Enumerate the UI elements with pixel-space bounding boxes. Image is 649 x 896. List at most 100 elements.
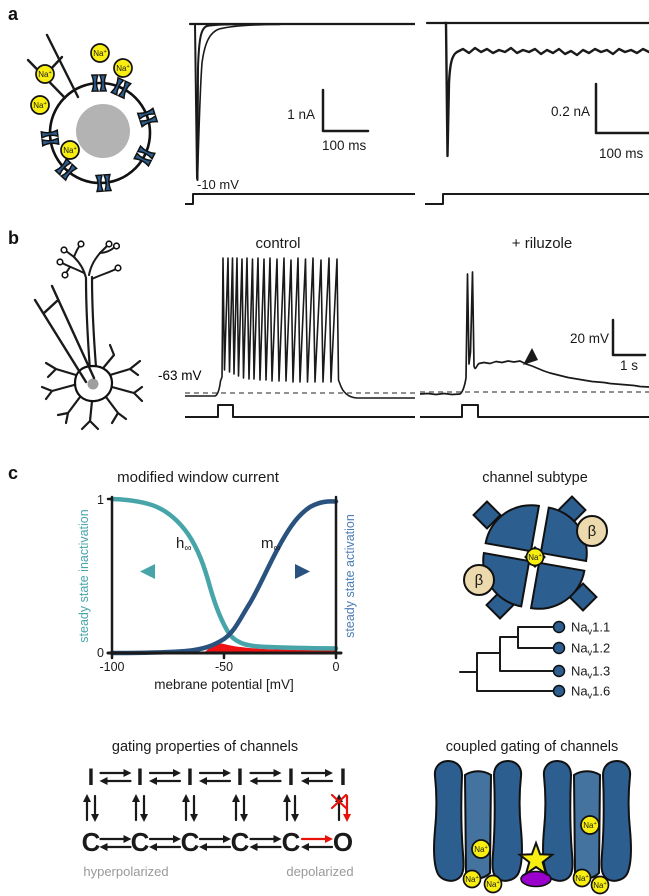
depolarizing-plateau-trace bbox=[420, 271, 649, 396]
soma-nucleus-dot bbox=[87, 378, 99, 390]
alpha-subunit-pinwheel: Na+ bbox=[482, 504, 588, 610]
x-ticks bbox=[110, 651, 338, 660]
scale-bar bbox=[611, 318, 647, 357]
coupling-star-icon bbox=[517, 840, 555, 877]
state-I: I bbox=[237, 764, 244, 791]
voltage-step-trace bbox=[185, 193, 415, 205]
state-C: C bbox=[181, 827, 200, 857]
state-C: C bbox=[82, 827, 101, 857]
h-inf-label: h∞ bbox=[176, 535, 191, 554]
blocked-transition-icon bbox=[330, 793, 351, 822]
na-ion: Na+ bbox=[483, 874, 503, 894]
svg-text:Na+: Na+ bbox=[465, 875, 478, 884]
svg-text:Na+: Na+ bbox=[33, 101, 46, 110]
channel-subunit bbox=[542, 759, 574, 882]
svg-text:Na+: Na+ bbox=[63, 146, 76, 155]
svg-text:Na+: Na+ bbox=[38, 70, 51, 79]
na-ion: Na+ bbox=[113, 58, 133, 78]
apical-dendrite-shaft bbox=[84, 275, 98, 372]
coupled-title: coupled gating of channels bbox=[446, 739, 619, 755]
phylogenetic-tree: Nav1.1 Nav1.2 Nav1.3 Nav1.6 bbox=[459, 620, 610, 701]
plateau-arrowhead-icon bbox=[523, 348, 538, 365]
fast-transient-trace-2 bbox=[196, 23, 281, 181]
na-ion-label: Na+ bbox=[528, 553, 541, 562]
coupled-gating-diagram: coupled gating of channels Na+ Na+ Na+ N… bbox=[433, 739, 632, 895]
beta-label: β bbox=[475, 572, 484, 589]
horizontal-scale-label: 1 s bbox=[620, 358, 638, 373]
ytick-0: 0 bbox=[97, 646, 104, 660]
ytick-1: 1 bbox=[97, 493, 104, 507]
state-I: I bbox=[288, 764, 295, 791]
scale-bars: 20 mV 1 s bbox=[570, 318, 647, 373]
scale-bars: 1 nA 100 ms bbox=[287, 88, 370, 153]
na-ion bbox=[580, 815, 600, 835]
right-y-axis-label: steady state activation bbox=[343, 514, 357, 638]
control-title: control bbox=[255, 235, 300, 252]
red-x-icon bbox=[330, 793, 348, 810]
tree-tip-node bbox=[552, 620, 566, 634]
vertical-scale-label: 0.2 nA bbox=[551, 104, 590, 119]
panel-c-label: c bbox=[8, 463, 19, 483]
svg-text:Na+: Na+ bbox=[593, 881, 606, 890]
current-step-trace bbox=[420, 404, 649, 418]
channel-icon bbox=[54, 157, 78, 182]
state-O: O bbox=[333, 827, 353, 857]
scale-bar bbox=[594, 82, 649, 135]
tree-tip-node bbox=[552, 684, 566, 698]
equilibrium-arrows-icon bbox=[147, 767, 183, 787]
resting-potential-label: -63 mV bbox=[158, 368, 202, 383]
patch-pipette bbox=[33, 284, 96, 384]
na-ion: Na+ bbox=[462, 869, 482, 889]
na-ion: Na+ bbox=[90, 43, 110, 63]
spike-train-trace bbox=[185, 257, 415, 399]
transient-current-trace: 1 nA 100 ms -10 mV bbox=[185, 22, 415, 205]
gating-title: gating properties of channels bbox=[112, 739, 298, 755]
na-ion: Na+ bbox=[572, 868, 592, 888]
control-recording: control bbox=[185, 235, 415, 418]
na-ion: Na+ bbox=[590, 875, 610, 895]
state-I: I bbox=[88, 764, 95, 791]
equilibrium-arrows-icon bbox=[197, 833, 233, 853]
current-step-trace bbox=[185, 404, 415, 418]
channel-subunit bbox=[433, 759, 465, 882]
window-current-plot: modified window current 1 0 -100 -50 0 m… bbox=[77, 469, 357, 692]
vertical-equilibrium-icon bbox=[81, 792, 101, 824]
equilibrium-arrows-icon bbox=[248, 767, 283, 787]
svg-text:Na+: Na+ bbox=[116, 64, 129, 73]
equilibrium-arrows-icon bbox=[98, 833, 133, 853]
diamond-subunit bbox=[472, 500, 502, 530]
panel-b-label: b bbox=[8, 228, 19, 248]
state-I: I bbox=[187, 764, 194, 791]
beta-subunit-circle bbox=[576, 515, 608, 547]
na-ion bbox=[471, 839, 491, 859]
sodium-ions: Na+ Na+ Na+ Na+ Na+ bbox=[30, 43, 133, 160]
na-ion: Na+ bbox=[35, 64, 55, 84]
persistent-current-path bbox=[443, 21, 649, 158]
horizontal-scale-label: 100 ms bbox=[599, 146, 644, 161]
channel-left: Na+ bbox=[433, 759, 523, 882]
tree-label-nav1-3: Nav1.3 bbox=[571, 664, 610, 681]
svg-text:Na+: Na+ bbox=[575, 874, 588, 883]
inactivation-left-arrow-icon bbox=[140, 564, 155, 579]
patch-pipette bbox=[26, 33, 80, 100]
equilibrium-arrows-icon bbox=[98, 767, 133, 787]
equilibrium-arrows-icon bbox=[197, 767, 233, 787]
plot-axes bbox=[106, 495, 343, 660]
xtick-0: 0 bbox=[333, 660, 340, 674]
state-I: I bbox=[340, 764, 347, 791]
scale-bar bbox=[321, 88, 370, 133]
coupling-protein-icon bbox=[520, 870, 552, 888]
channel-subtype-diagram: channel subtype Na+ β β Nav1.1 Nav1.2 Na… bbox=[459, 470, 610, 701]
tree-tip-node bbox=[552, 641, 566, 655]
xtick-m50: -50 bbox=[215, 660, 233, 674]
horizontal-scale-label: 100 ms bbox=[322, 138, 367, 153]
tree-branches bbox=[459, 626, 555, 692]
tree-tip-node bbox=[552, 664, 566, 678]
inactivated-state-row: I I I I I I bbox=[88, 764, 347, 791]
panel-a-label: a bbox=[8, 4, 19, 24]
channel-icon bbox=[40, 129, 60, 147]
beta-subunits: β β bbox=[463, 515, 608, 596]
scale-bars: 0.2 nA 100 ms bbox=[551, 82, 649, 161]
channel-pore bbox=[463, 770, 493, 880]
